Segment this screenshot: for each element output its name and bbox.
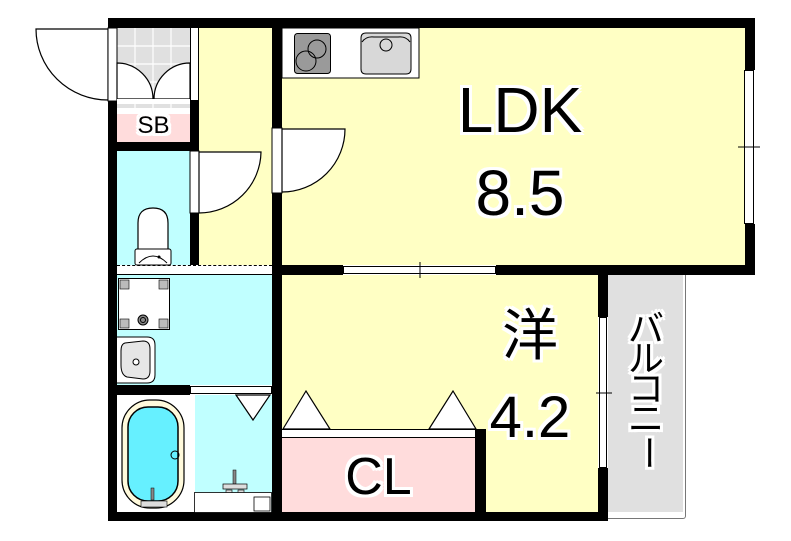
wall-entrance-right (190, 18, 199, 28)
wall-western-right-lower (598, 468, 608, 521)
wall-toilet-right (190, 213, 199, 275)
toilet-door[interactable] (189, 150, 262, 215)
wall-right-upper (745, 18, 755, 70)
ldk-window-mullion (738, 146, 760, 148)
wall-ldk-bottom-right (496, 265, 755, 275)
sink-icon (360, 32, 412, 75)
closet-label: CL (345, 448, 412, 506)
wall-right-lower (745, 224, 755, 275)
wall-top (108, 18, 755, 28)
wall-left (108, 100, 117, 520)
ldk-label: LDK (457, 74, 583, 146)
balcony-area (608, 275, 683, 512)
shoebox-label: SB (137, 112, 170, 139)
entrance-frame-right (190, 28, 199, 100)
wall-western-right-upper (598, 275, 608, 317)
wall-toilet-bottom (108, 265, 117, 275)
toilet-icon (134, 207, 172, 266)
wall-wash-bath (108, 385, 190, 395)
balcony-label: バ ル コ ニ ー (618, 309, 674, 472)
bath-door-fold[interactable] (234, 394, 272, 425)
stove-icon (294, 33, 331, 74)
wall-ldk-bottom-left (272, 265, 343, 275)
washbasin-icon (117, 336, 156, 384)
bath-step-icon (194, 492, 272, 513)
wall-left-upper (108, 18, 117, 29)
hallway (199, 28, 272, 265)
bathtub-icon (121, 399, 185, 509)
western-window-mullion (596, 392, 612, 394)
bath-door-frame (190, 386, 272, 394)
wall-sb-bottom (108, 142, 199, 151)
balcony-char: コ (627, 369, 664, 410)
balcony-char: ー (626, 435, 667, 471)
ldk-door[interactable] (271, 127, 346, 194)
western-size: 4.2 (489, 385, 571, 450)
balcony-char: バ (627, 309, 664, 350)
balcony-char: ル (627, 339, 664, 380)
western-label: 洋 (502, 304, 558, 369)
washing-machine-icon (118, 278, 170, 330)
ldk-size: 8.5 (475, 157, 565, 229)
balcony-char: ニ (627, 399, 664, 440)
washroom-top-frame (117, 265, 272, 275)
wall-sb-right (190, 100, 199, 152)
wall-hall-right-lower (272, 193, 282, 520)
closet-area (282, 437, 475, 512)
sliding-door-divider (419, 262, 421, 278)
wall-bottom (108, 512, 608, 521)
wall-closet-right (475, 429, 486, 513)
closet-door-right[interactable] (427, 389, 478, 431)
entrance-door[interactable] (34, 27, 118, 102)
shoebox-area (117, 108, 190, 142)
wall-hall-right-upper (272, 18, 282, 128)
closet-door-left[interactable] (281, 389, 332, 431)
balcony-rail (608, 275, 686, 519)
shoebox-doors[interactable] (116, 62, 191, 104)
closet-door-track (282, 429, 475, 438)
